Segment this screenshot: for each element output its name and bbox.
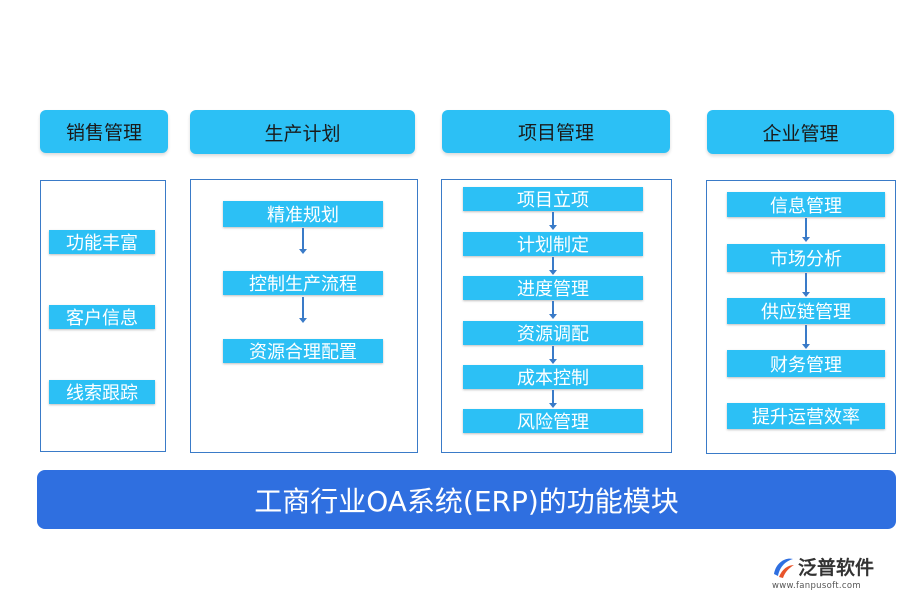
item-enterprise-5: 提升运营效率 xyxy=(727,403,885,429)
item-project-4: 资源调配 xyxy=(463,321,643,345)
item-production-2: 控制生产流程 xyxy=(223,271,383,295)
item-enterprise-4: 财务管理 xyxy=(727,350,885,377)
item-project-2: 计划制定 xyxy=(463,232,643,256)
arrow-enterprise-3 xyxy=(802,325,810,349)
footer-banner: 工商行业OA系统(ERP)的功能模块 xyxy=(37,470,896,529)
arrow-enterprise-2 xyxy=(802,273,810,297)
header-project: 项目管理 xyxy=(442,110,670,153)
panel-production: 精准规划 控制生产流程 资源合理配置 xyxy=(190,179,418,453)
arrow-project-4 xyxy=(549,346,557,364)
arrow-production-1 xyxy=(299,228,307,254)
header-production: 生产计划 xyxy=(190,110,415,154)
panel-project: 项目立项 计划制定 进度管理 资源调配 成本控制 风险管理 xyxy=(441,179,672,453)
arrow-project-1 xyxy=(549,212,557,230)
brand-logo-icon xyxy=(774,558,794,578)
header-sales: 销售管理 xyxy=(40,110,168,153)
panel-enterprise: 信息管理 市场分析 供应链管理 财务管理 提升运营效率 xyxy=(706,180,896,454)
item-sales-3: 线索跟踪 xyxy=(49,380,155,404)
arrow-project-2 xyxy=(549,257,557,275)
item-project-5: 成本控制 xyxy=(463,365,643,389)
item-sales-1: 功能丰富 xyxy=(49,230,155,254)
arrow-production-2 xyxy=(299,297,307,323)
arrow-project-3 xyxy=(549,301,557,319)
brand-url: www.fanpusoft.com xyxy=(772,581,861,591)
item-project-6: 风险管理 xyxy=(463,409,643,433)
item-enterprise-2: 市场分析 xyxy=(727,244,885,272)
item-production-1: 精准规划 xyxy=(223,201,383,227)
item-enterprise-3: 供应链管理 xyxy=(727,298,885,324)
brand-name: 泛普软件 xyxy=(798,557,875,579)
header-enterprise: 企业管理 xyxy=(707,110,894,154)
item-enterprise-1: 信息管理 xyxy=(727,192,885,217)
item-sales-2: 客户信息 xyxy=(49,305,155,329)
panel-sales: 功能丰富 客户信息 线索跟踪 xyxy=(40,180,166,452)
arrow-enterprise-1 xyxy=(802,218,810,242)
item-project-1: 项目立项 xyxy=(463,187,643,211)
brand-logo[interactable]: 泛普软件 www.fanpusoft.com xyxy=(770,550,895,595)
footer-title: 工商行业OA系统(ERP)的功能模块 xyxy=(254,484,679,518)
item-production-3: 资源合理配置 xyxy=(223,339,383,363)
item-project-3: 进度管理 xyxy=(463,276,643,300)
arrow-project-5 xyxy=(549,390,557,408)
